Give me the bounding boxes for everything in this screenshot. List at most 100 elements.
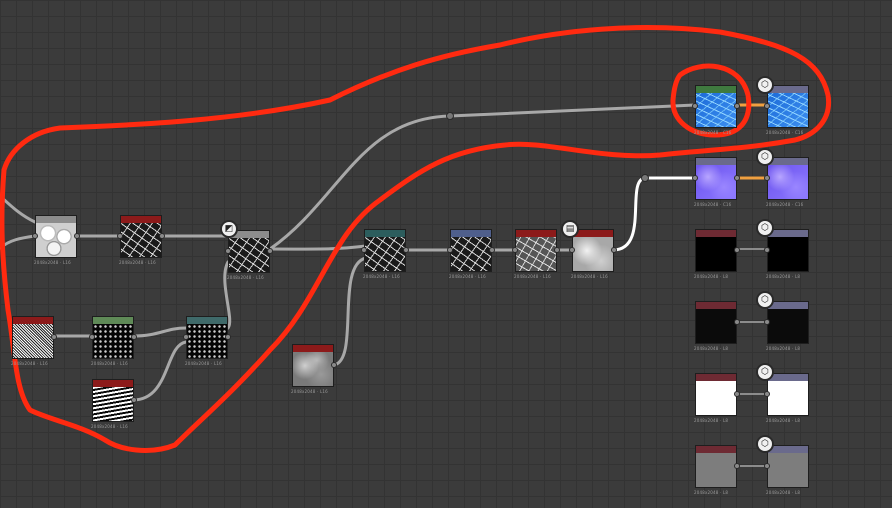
output-port[interactable]: [489, 247, 495, 253]
node-resolution-label: 2048x2048 · L8: [694, 274, 729, 279]
graph-node[interactable]: 2048x2048 · L8: [694, 301, 740, 351]
input-port[interactable]: [764, 175, 770, 181]
graph-node[interactable]: 2048x2048 · L16: [447, 229, 495, 279]
link: [332, 256, 368, 367]
graph-node[interactable]: 2048x2048 · L8: [764, 373, 809, 423]
output-cube-icon[interactable]: ⬡: [756, 291, 774, 309]
input-port[interactable]: [764, 391, 770, 397]
output-port[interactable]: [734, 391, 740, 397]
output-cube-icon[interactable]: ⬡: [756, 148, 774, 166]
document-icon[interactable]: ▤: [561, 220, 579, 238]
node-thumbnail: [696, 165, 736, 199]
graph-node[interactable]: 2048x2048 · C16: [764, 85, 809, 135]
node-thumbnail: [365, 237, 405, 271]
output-port[interactable]: [734, 175, 740, 181]
input-port[interactable]: [764, 247, 770, 253]
graph-node[interactable]: 2048x2048 · C16: [692, 157, 740, 207]
graph-node[interactable]: 2048x2048 · C16: [692, 85, 740, 135]
input-port[interactable]: [764, 463, 770, 469]
link: [268, 103, 697, 251]
input-port[interactable]: [32, 233, 38, 239]
graph-node[interactable]: 2048x2048 · L16: [89, 316, 137, 366]
node-header: [229, 231, 269, 238]
output-cube-icon[interactable]: ⬡: [756, 363, 774, 381]
output-port[interactable]: [611, 247, 617, 253]
graph-node[interactable]: 2048x2048 · L8: [694, 445, 740, 495]
node-header: [293, 345, 333, 352]
node-header: [93, 380, 133, 387]
input-port[interactable]: [183, 334, 189, 340]
output-port[interactable]: [734, 319, 740, 325]
node-thumbnail: [696, 381, 736, 415]
node-resolution-label: 2048x2048 · L16: [34, 260, 71, 265]
node-thumbnail: [696, 309, 736, 343]
node-header: [365, 230, 405, 237]
node-thumbnail: [293, 352, 333, 386]
input-port[interactable]: [569, 247, 575, 253]
node-resolution-label: 2048x2048 · C16: [766, 130, 804, 135]
graph-node[interactable]: 2048x2048 · L16: [183, 316, 231, 366]
graph-node[interactable]: 2048x2048 · C16: [764, 157, 809, 207]
graph-node[interactable]: 2048x2048 · L16: [291, 344, 337, 394]
graph-node[interactable]: 2048x2048 · L8: [694, 373, 740, 423]
output-cube-icon[interactable]: ⬡: [756, 435, 774, 453]
output-port[interactable]: [159, 233, 165, 239]
output-cube-icon[interactable]: ⬡: [756, 76, 774, 94]
output-port[interactable]: [51, 334, 57, 340]
output-port[interactable]: [131, 334, 137, 340]
node-thumbnail: [768, 165, 808, 199]
node-header: [451, 230, 491, 237]
input-port[interactable]: [117, 233, 123, 239]
reroute-dots[interactable]: [446, 112, 649, 182]
node-header: [768, 446, 808, 453]
graph-node[interactable]: 2048x2048 · L16: [91, 379, 137, 429]
graph-node[interactable]: 2048x2048 · L16: [569, 229, 617, 279]
graph-node[interactable]: 2048x2048 · L8: [764, 445, 809, 495]
graph-node[interactable]: 2048x2048 · L16: [117, 215, 165, 265]
node-header: [696, 374, 736, 381]
node-thumbnail: [696, 237, 736, 271]
output-port[interactable]: [74, 233, 80, 239]
output-port[interactable]: [331, 362, 337, 368]
output-port[interactable]: [734, 103, 740, 109]
output-port[interactable]: [554, 247, 560, 253]
input-port[interactable]: [225, 248, 231, 254]
blend-icon[interactable]: ◩: [220, 220, 238, 238]
node-resolution-label: 2048x2048 · C16: [694, 130, 732, 135]
input-port[interactable]: [692, 103, 698, 109]
graph-node[interactable]: 2048x2048 · L16: [225, 230, 273, 280]
input-port[interactable]: [89, 334, 95, 340]
link: [0, 194, 37, 224]
node-resolution-label: 2048x2048 · L16: [91, 361, 128, 366]
link: [268, 244, 368, 251]
input-port[interactable]: [361, 247, 367, 253]
node-resolution-label: 2048x2048 · L16: [363, 274, 400, 279]
node-resolution-label: 2048x2048 · L16: [514, 274, 551, 279]
graph-node[interactable]: 2048x2048 · L16: [11, 316, 57, 366]
output-port[interactable]: [734, 247, 740, 253]
graph-node[interactable]: 2048x2048 · L16: [512, 229, 560, 279]
output-port[interactable]: [267, 248, 273, 254]
input-port[interactable]: [692, 175, 698, 181]
link: [131, 326, 188, 338]
output-port[interactable]: [734, 463, 740, 469]
node-resolution-label: 2048x2048 · L8: [694, 418, 729, 423]
output-port[interactable]: [131, 397, 137, 403]
node-header: [13, 317, 53, 324]
graph-node[interactable]: 2048x2048 · L16: [361, 229, 409, 279]
node-header: [768, 158, 808, 165]
output-port[interactable]: [403, 247, 409, 253]
graph-node[interactable]: 2048x2048 · L16: [32, 215, 80, 265]
input-port[interactable]: [764, 103, 770, 109]
graph-node[interactable]: 2048x2048 · L8: [764, 301, 809, 351]
input-port[interactable]: [764, 319, 770, 325]
graph-node[interactable]: 2048x2048 · L8: [694, 229, 740, 279]
node-resolution-label: 2048x2048 · L8: [766, 346, 801, 351]
input-port[interactable]: [447, 247, 453, 253]
output-cube-icon[interactable]: ⬡: [756, 219, 774, 237]
input-port[interactable]: [512, 247, 518, 253]
output-port[interactable]: [225, 334, 231, 340]
graph-node[interactable]: 2048x2048 · L8: [764, 229, 809, 279]
node-resolution-label: 2048x2048 · C16: [766, 202, 804, 207]
